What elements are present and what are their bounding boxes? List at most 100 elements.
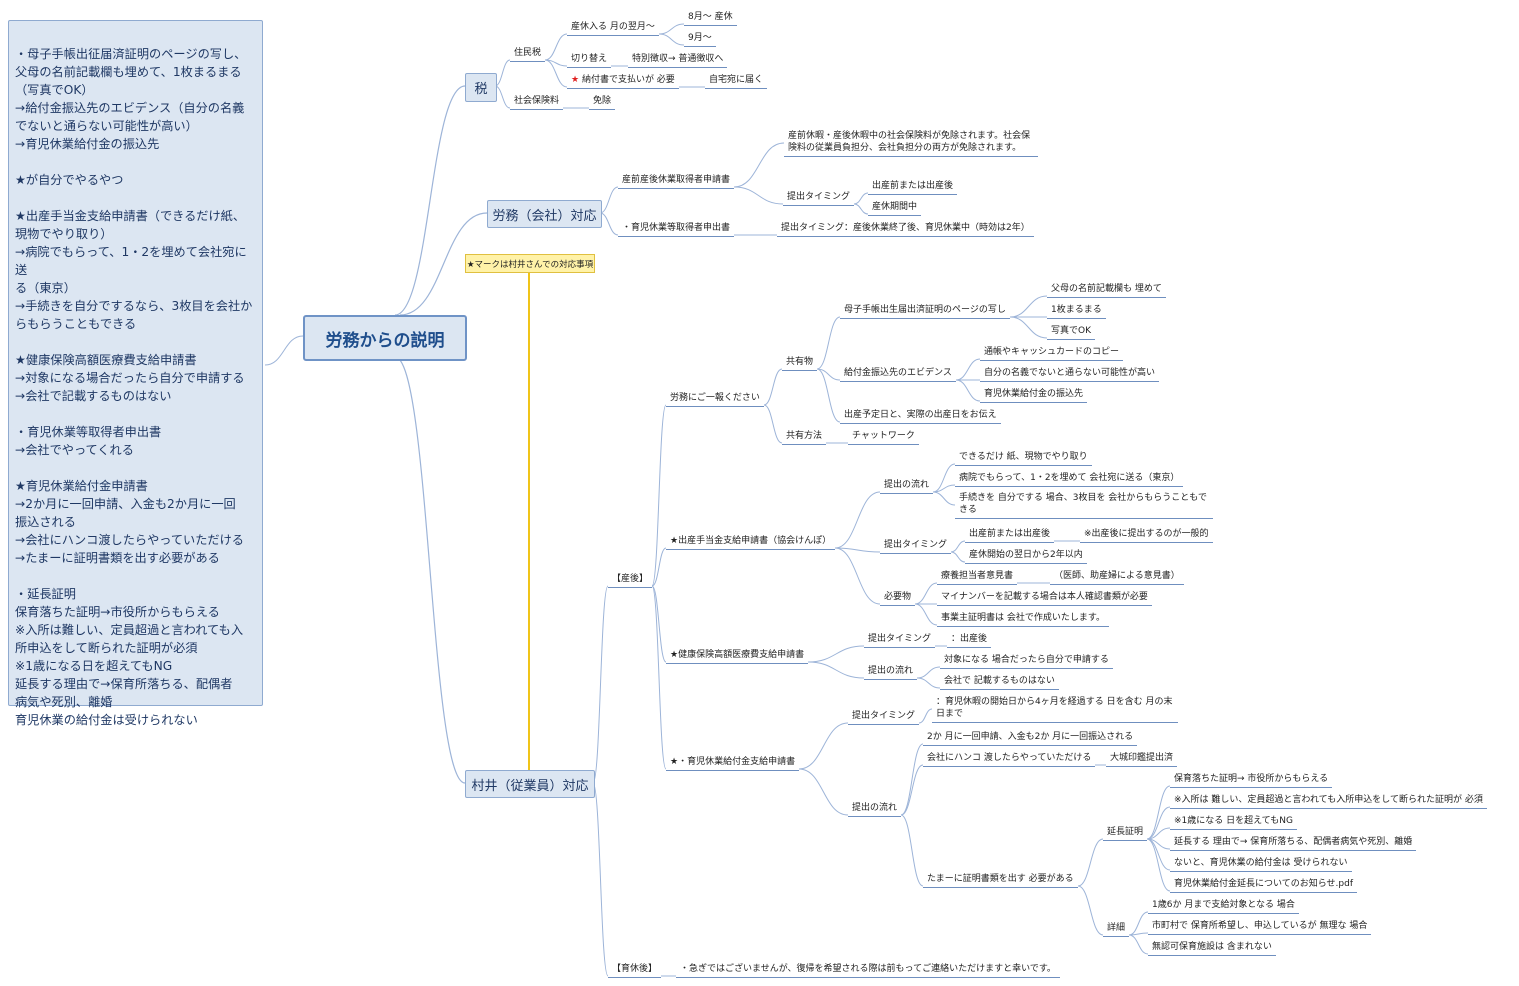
topic-jitaku[interactable]: 自宅宛に届く	[705, 74, 768, 89]
topic-e5[interactable]: ないと、育児休業の給付金は 受けられない	[1170, 857, 1352, 872]
topic-t2b[interactable]: 産休開始の翌日から2年以内	[965, 549, 1087, 564]
topic-daijo[interactable]: 大城印鑑提出済	[1106, 752, 1178, 767]
topic-kyoyu_h[interactable]: 共有方法	[782, 430, 827, 445]
note-line: ★が自分でやるやつ	[15, 173, 124, 187]
topic-yotei[interactable]: 出産予定日と、実際の出産日をお伝え	[840, 409, 1001, 424]
topic-kisai[interactable]: 会社で 記載するものはない	[940, 675, 1059, 690]
note-line: →給付金振込先のエビデンス（自分の名義	[15, 101, 245, 115]
topic-ikukyugo_t[interactable]: ・急ぎではございませんが、復帰を希望される際は前もってご連絡いただけますと幸いで…	[676, 963, 1060, 978]
topic-chat[interactable]: チャットワーク	[848, 430, 919, 445]
topic-t2a2[interactable]: ※出産後に提出するのが一般的	[1080, 528, 1213, 543]
note-line: ※入所は難しい、定員超過と言われても入	[15, 623, 244, 637]
topic-jumin[interactable]: 住民税	[510, 47, 546, 62]
topic-kyoyu[interactable]: 共有物	[782, 356, 818, 371]
topic-ichimai[interactable]: 1枚まるまる	[1047, 304, 1106, 319]
topic-e2[interactable]: ※入所は 難しい、定員超過と言われても入所申込をして断られた証明が 必須	[1170, 794, 1487, 809]
topic-sango[interactable]: 【産後】	[608, 573, 653, 588]
topic-hitsuyo[interactable]: 必要物	[880, 591, 916, 606]
topic-iken2[interactable]: （医師、助産婦による意見書）	[1050, 570, 1184, 585]
topic-e1[interactable]: 保育落ちた証明→ 市役所からもらえる	[1170, 773, 1333, 788]
topic-shashin[interactable]: 写真でOK	[1047, 325, 1095, 340]
note-line: 所申込をして断られた証明が必須	[15, 641, 198, 655]
topic-tsucho[interactable]: 通帳やキャッシュカードのコピー	[980, 346, 1124, 361]
topic-sanzen[interactable]: 産前産後休業取得者申請書	[618, 174, 735, 189]
topic-nagare4[interactable]: 提出の流れ	[848, 802, 902, 817]
root-topic[interactable]: 労務からの説明	[303, 315, 467, 361]
topic-teishutsu3[interactable]: 提出タイミング	[864, 633, 936, 648]
topic-menjo[interactable]: 免除	[589, 95, 616, 110]
topic-nagare3[interactable]: 提出の流れ	[864, 665, 918, 680]
topic-hanko[interactable]: 会社にハンコ 渡したらやっていただける	[923, 752, 1096, 767]
topic-t1a[interactable]: 出産前または出産後	[868, 180, 958, 195]
topic-boshi[interactable]: 母子手帳出生届出済証明のページの写し	[840, 304, 1010, 319]
connector	[658, 33, 685, 46]
topic-teishutsu1[interactable]: 提出タイミング	[783, 191, 855, 206]
branch-labor-company[interactable]: 労務（会社）対応	[487, 200, 602, 228]
topic-e6[interactable]: 育児休業給付金延長についてのお知らせ.pdf	[1170, 878, 1358, 893]
topic-tamani[interactable]: たまーに証明書類を出す 必要がある	[923, 873, 1078, 888]
connector	[916, 677, 941, 689]
topic-ikuji_kyufu[interactable]: ★・育児休業給付金支給申請書	[666, 756, 800, 771]
star-legend-callout[interactable]: ★マークは村井さんでの対応事項	[465, 254, 595, 273]
topic-renraku[interactable]: 労務にご一報ください	[666, 392, 764, 407]
topic-t3[interactable]: ：出産後	[947, 633, 992, 648]
topic-shussan_teate[interactable]: ★出産手当金支給申請書（協会けんぽ）	[666, 535, 836, 550]
branch-murai-employee[interactable]: 村井（従業員）対応	[465, 770, 595, 798]
topic-nikagetsu[interactable]: 2か 月に一回申請、入金も2か 月に一回振込される	[923, 731, 1138, 746]
topic-jigyonushi[interactable]: 事業主証明書は 会社で作成いたします。	[937, 612, 1109, 627]
note-line: 延長する理由で→保育所落ちる、配偶者	[15, 677, 233, 691]
topic-s2[interactable]: 市町村で 保育所希望し、申込しているが 無理な 場合	[1148, 920, 1372, 935]
topic-tetsuzuki[interactable]: 手続きを 自分でする 場合、3枚目を 会社からもらうこともできる	[955, 492, 1213, 519]
note-line: →会社で記載するものはない	[15, 389, 172, 403]
topic-s3[interactable]: 無認可保育施設は 含まれない	[1148, 941, 1276, 956]
connector	[932, 491, 956, 506]
topic-s1[interactable]: 1歳6か 月まで支給対象となる 場合	[1148, 899, 1299, 914]
topic-nofusho[interactable]: ★ 納付書で支払いが 必要	[567, 74, 679, 89]
connector	[651, 585, 667, 770]
topic-iken[interactable]: 療養担当者意見書	[937, 570, 1018, 585]
note-line: でないと通らない可能性が高い）	[15, 119, 198, 133]
topic-t4[interactable]: ：育児休暇の開始日から4ヶ月を経過する 日を含む 月の末日まで	[932, 696, 1178, 723]
topic-teishutsu2[interactable]: 提出タイミング	[880, 539, 952, 554]
topic-mynumber[interactable]: マイナンバーを記載する場合は本人確認書類が必要	[937, 591, 1152, 606]
topic-sankyu[interactable]: 産休入る 月の翌月〜	[567, 21, 659, 36]
topic-kirikae[interactable]: 切り替え	[567, 53, 612, 68]
topic-sanzen_desc[interactable]: 産前休暇・産後休暇中の社会保険料が免除されます。社会保険料の従業員負担分、会社負…	[784, 130, 1038, 157]
topic-e4[interactable]: 延長する 理由で→ 保育所落ちる、配偶者病気や死別、離婚	[1170, 836, 1417, 851]
topic-byoin[interactable]: 病院でもらって、1・2を埋めて 会社宛に送る（東京）	[955, 472, 1184, 487]
topic-t1b[interactable]: 産休期間中	[868, 201, 922, 216]
topic-fubo[interactable]: 父母の名前記載欄も 埋めて	[1047, 283, 1166, 298]
topic-meigi[interactable]: 自分の名義でないと通らない可能性が高い	[980, 367, 1160, 382]
topic-furikomi[interactable]: 育児休業給付金の振込先	[980, 388, 1088, 403]
connector	[1146, 838, 1171, 892]
topic-ikukyugo[interactable]: 【育休後】	[608, 963, 662, 978]
connector	[816, 368, 841, 381]
topic-ikuji_mo[interactable]: ・育児休業等取得者申出書	[618, 222, 735, 237]
topic-shosai[interactable]: 詳細	[1103, 922, 1130, 937]
topic-ikuji_mo_t[interactable]: 提出タイミング：産後休業終了後、育児休業中（時効は2年）	[777, 222, 1034, 237]
topic-aug[interactable]: 8月〜 産休	[684, 11, 737, 26]
note-line: （写真でOK）	[15, 83, 94, 97]
connector	[807, 645, 865, 663]
note-line: →会社でやってくれる	[15, 443, 134, 457]
topic-taisho[interactable]: 対象になる 場合だったら自分で申請する	[940, 654, 1113, 669]
topic-shakai[interactable]: 社会保険料	[510, 95, 564, 110]
topic-kogaku[interactable]: ★健康保険高額医療費支給申請書	[666, 649, 809, 664]
topic-kyufu_evi[interactable]: 給付金振込先のエビデンス	[840, 367, 956, 382]
topic-nagare1[interactable]: 提出の流れ	[880, 479, 934, 494]
topic-e3[interactable]: ※1歳になる 日を超えてもNG	[1170, 815, 1297, 830]
branch-tax[interactable]: 税	[465, 73, 497, 102]
topic-tokubetsu[interactable]: 特別徴収→ 普通徴収へ	[628, 53, 728, 68]
note-line: 病気や死別、離婚	[15, 695, 113, 709]
connector	[733, 142, 785, 188]
topic-teishutsu4[interactable]: 提出タイミング	[848, 710, 920, 725]
connector	[914, 603, 938, 626]
topic-kami[interactable]: できるだけ 紙、現物でやり取り	[955, 451, 1092, 466]
note-line: →育児休業給付金の振込先	[15, 137, 160, 151]
connector	[494, 59, 511, 87]
topic-t2a[interactable]: 出産前または出産後	[965, 528, 1055, 543]
topic-sep[interactable]: 9月〜	[684, 32, 716, 47]
summary-note[interactable]: ・母子手帳出征届済証明のページの写し、父母の名前記載欄も埋めて、1枚まるまる（写…	[8, 20, 263, 727]
topic-encho[interactable]: 延長証明	[1103, 826, 1148, 841]
